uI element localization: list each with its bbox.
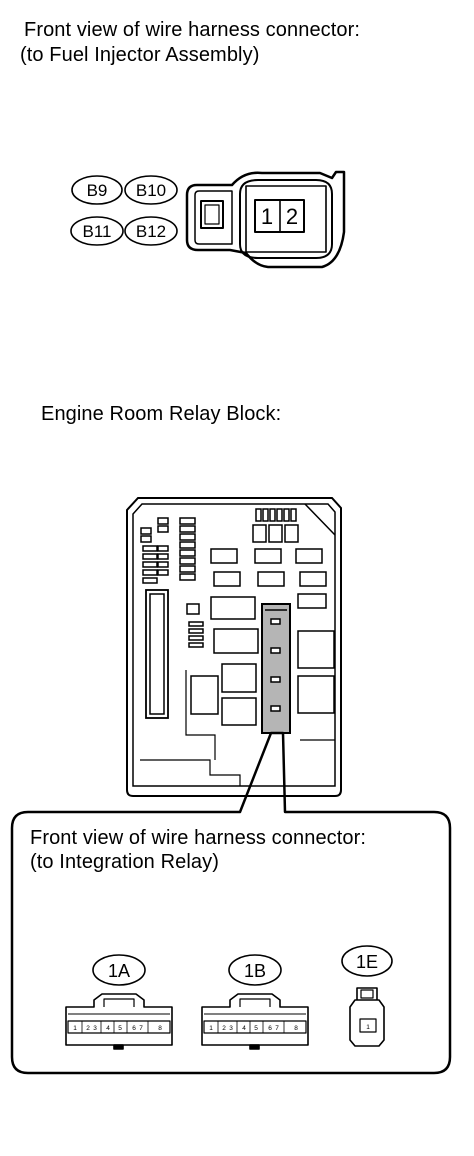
badge-b11-label: B11 — [83, 222, 112, 241]
integration-relay-title-line2: (to Integration Relay) — [30, 851, 219, 873]
badge-b10 — [124, 175, 178, 205]
1a-pin-1: 1 — [73, 1025, 77, 1032]
badge-b9 — [71, 175, 123, 205]
1e-pin-1: 1 — [366, 1024, 370, 1031]
1b-pin-3: 3 — [229, 1025, 233, 1032]
1a-pin-7: 7 — [139, 1025, 143, 1032]
badge-b11 — [70, 216, 124, 246]
1b-pin-6: 6 — [268, 1025, 272, 1032]
badge-b12-label: B12 — [136, 222, 166, 241]
1b-pin-8: 8 — [294, 1025, 298, 1032]
badge-1a — [92, 954, 146, 986]
1a-pin-2: 2 — [86, 1025, 90, 1032]
badge-b10-label: B10 — [136, 181, 166, 200]
integration-relay-callout — [10, 731, 452, 1075]
engine-room-relay-block — [126, 497, 342, 797]
1b-pin-2: 2 — [222, 1025, 226, 1032]
1a-pin-3: 3 — [93, 1025, 97, 1032]
1a-pin-5: 5 — [118, 1025, 122, 1032]
fuel-injector-title-line1: Front view of wire harness connector: — [24, 19, 361, 41]
1a-pin-8: 8 — [158, 1025, 162, 1032]
badge-b12 — [124, 216, 178, 246]
badge-b9-label: B9 — [87, 181, 108, 200]
1b-pin-1: 1 — [209, 1025, 213, 1032]
badge-1e-label: 1E — [356, 952, 378, 972]
pin-2-label: 2 — [286, 204, 298, 229]
pin-1-label: 1 — [261, 204, 273, 229]
integration-relay-title-line1: Front view of wire harness connector: — [30, 827, 367, 849]
relay-block-title: Engine Room Relay Block: — [41, 403, 282, 425]
1b-pin-7: 7 — [275, 1025, 279, 1032]
connector-code-badges — [70, 175, 178, 246]
fuel-injector-title-line2: (to Fuel Injector Assembly) — [20, 44, 260, 66]
badge-1e — [341, 945, 393, 977]
1b-pin-4: 4 — [242, 1025, 246, 1032]
fuel-injector-connector — [185, 170, 346, 269]
connector-1b — [201, 993, 309, 1050]
1a-pin-6: 6 — [132, 1025, 136, 1032]
1a-pin-4: 4 — [106, 1025, 110, 1032]
badge-1b-label: 1B — [244, 961, 266, 981]
badge-1a-label: 1A — [108, 961, 130, 981]
connector-1a — [65, 993, 173, 1050]
1b-pin-5: 5 — [254, 1025, 258, 1032]
badge-1b — [228, 954, 282, 986]
connector-1e — [349, 987, 385, 1047]
